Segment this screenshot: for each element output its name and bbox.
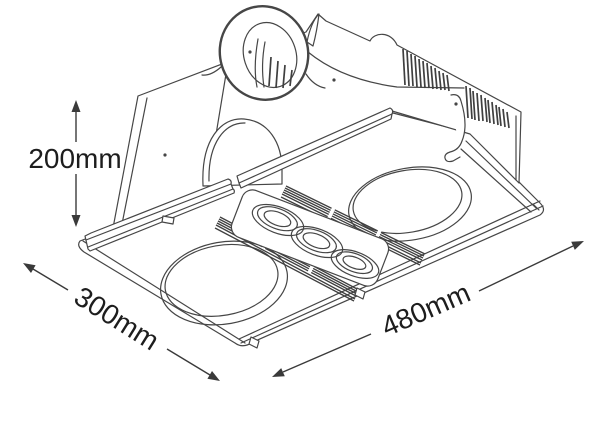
heat-lamp-right-outer-ring <box>348 166 472 242</box>
duct-inner-wall-right <box>262 41 266 88</box>
duct-damper-slats <box>268 56 293 89</box>
spigot-base-left <box>201 66 222 76</box>
duct-inner-wall-left <box>254 38 259 88</box>
arrowhead-lower-right <box>207 371 220 381</box>
dimension-height-label: 200mm <box>28 143 121 174</box>
fascia-edge-inner-right <box>465 140 537 209</box>
edge-trim-back-body <box>236 107 394 189</box>
dimension-width-line-left <box>282 333 372 373</box>
heat-lamp-left <box>159 240 289 326</box>
dimension-height: 200mm <box>28 100 122 227</box>
roof-peak-flap <box>306 13 320 47</box>
dimension-width-label: 480mm <box>377 277 475 343</box>
fan-dome-inner-line <box>208 122 246 182</box>
screw-hole-panel <box>163 153 167 157</box>
fascia-edge-inner-bottom <box>240 205 544 344</box>
mounting-bracket-outline <box>444 94 466 163</box>
dimension-depth-line-upper <box>32 268 69 291</box>
dimension-width-line-right <box>478 245 574 292</box>
mounting-panel-edge <box>121 97 148 225</box>
screw-hole-roof <box>332 78 336 82</box>
light-panel-outline <box>230 189 390 287</box>
fascia-edge-inner-left <box>82 240 246 344</box>
light-ring-2 <box>290 225 344 259</box>
arrowhead-lower-left <box>272 368 285 377</box>
light-ring-1 <box>251 203 305 237</box>
mounting-bracket <box>444 94 466 163</box>
spigot-base-right <box>305 73 326 89</box>
dimension-depth-line-lower <box>166 348 211 376</box>
edge-trim-back <box>236 107 394 189</box>
fascia-edge-chamfer-bottom <box>238 200 541 340</box>
screw-hole-bracket <box>454 102 458 106</box>
screw-hole-spigot <box>248 50 252 54</box>
grille-upper <box>280 185 426 266</box>
edge-trim-left-notch <box>161 215 175 225</box>
light-ring-3 <box>330 249 380 279</box>
arrowhead-upper-left <box>23 263 36 273</box>
edge-trim-left <box>84 178 235 252</box>
roof-fold-curve <box>307 51 465 89</box>
center-light-panel <box>230 189 390 287</box>
arrowhead-upper-right <box>571 241 584 250</box>
heat-lamp-left-outer-ring <box>159 240 289 326</box>
duct-spigot-opening <box>242 22 298 88</box>
arrowhead-down <box>71 215 81 227</box>
heat-lamp-left-inner-ring <box>164 243 279 317</box>
fascia-edge-chamfer-right <box>460 148 532 213</box>
fascia-clip-notches <box>248 287 366 349</box>
vent-slots-upper <box>402 48 450 92</box>
duct-spigot <box>201 5 326 101</box>
arrowhead-up <box>71 100 81 112</box>
vent-slots-lower <box>465 85 510 129</box>
fascia-corner-step <box>532 203 540 211</box>
